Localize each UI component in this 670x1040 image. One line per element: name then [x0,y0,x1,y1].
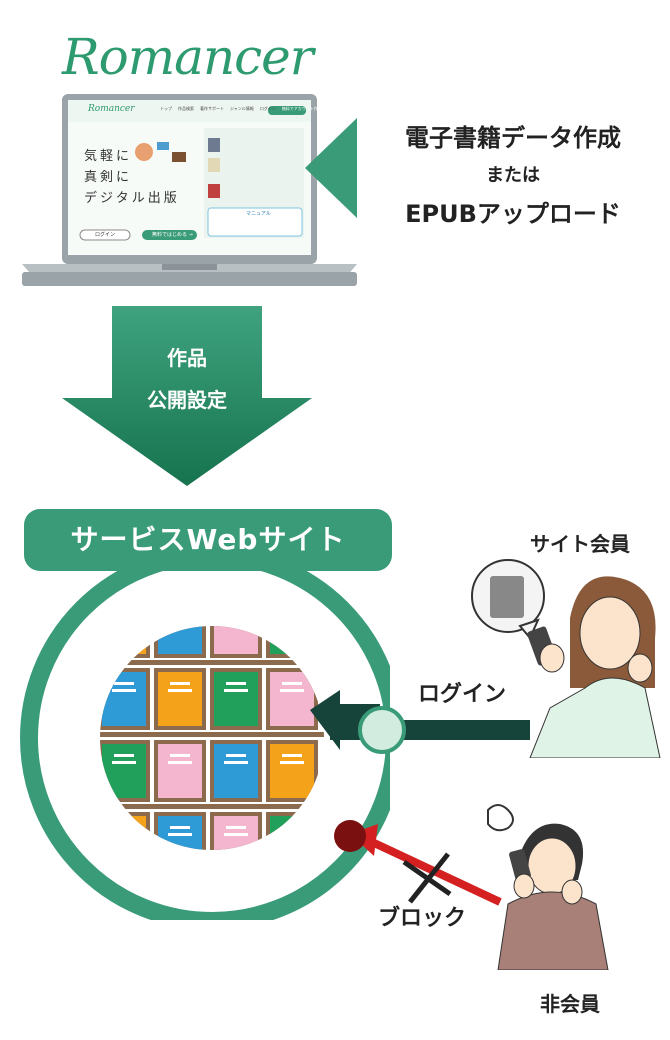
book-title-line [280,689,304,692]
book-title-line [282,682,302,685]
side-text-line3: EPUBアップロード [405,200,621,228]
arrow-label-line1: 作品 [167,346,207,370]
book-title-line [168,617,192,620]
book [158,816,202,850]
book [158,626,202,654]
pointer-arrow [305,118,357,218]
book-title-line [170,754,190,757]
login-label: ログイン [418,682,507,707]
member-label: サイト会員 [530,532,630,556]
book [270,626,314,654]
book-title-line [114,754,134,757]
login-edge [310,690,530,754]
book [214,816,258,850]
book [270,672,314,726]
book-title-line [170,682,190,685]
nonmember-label: 非会員 [540,992,600,1016]
login-node [358,706,406,754]
book [270,816,314,850]
publish-down-arrow [62,306,312,486]
book-title-line [282,610,302,613]
book-title-line [280,617,304,620]
book-title-line [114,682,134,685]
book-title-line [112,689,136,692]
book [270,744,314,798]
block-node [334,820,366,852]
book-title-line [112,833,136,836]
screen-register-button: 無料ではじめる → [152,232,193,238]
book-title-line [226,682,246,685]
screen-hero: 気軽に 真剣に デジタル出版 [84,149,180,206]
nonmember-illustration [487,804,609,970]
screen-manual-title: マニュアル [246,211,271,217]
book-title-line [224,617,248,620]
book-title-line [114,610,134,613]
book-title-line [168,833,192,836]
book [102,672,146,726]
book-title-line [226,826,246,829]
book [102,744,146,798]
side-text-line2: または [486,165,540,186]
shelf-board [100,660,324,665]
shelf-board [100,804,324,809]
laptop-illustration [22,94,357,286]
website-circle [20,546,390,920]
service-website-banner: サービスWebサイト [24,509,392,571]
book-title-line [114,826,134,829]
book-frame [100,626,150,658]
book-title-line [226,610,246,613]
block-edge [334,820,502,906]
screen-logo: Romancer [88,104,135,114]
book-title-line [112,617,136,620]
book-title-line [226,754,246,757]
screen-login-button: ログイン [95,232,116,238]
book [214,626,258,654]
book-title-line [282,754,302,757]
book-title-line [224,689,248,692]
side-text-line1: 電子書籍データ作成 [405,124,621,152]
shelf-board [100,732,324,737]
book-title-line [282,826,302,829]
book-title-line [224,833,248,836]
romancer-logo: Romancer [62,28,314,86]
book [158,744,202,798]
book-title-line [224,761,248,764]
book [102,816,146,850]
block-label: ブロック [378,906,467,931]
book-title-line [168,689,192,692]
book [214,744,258,798]
arrow-label-line2: 公開設定 [147,388,227,412]
book [214,672,258,726]
book [158,672,202,726]
book-title-line [170,610,190,613]
book [102,626,146,654]
member-illustration [471,559,661,758]
book-title-line [280,761,304,764]
shelf-board [90,876,340,881]
book-title-line [112,761,136,764]
screen-nav: トップ作品検索著作サポートジャンル情報ログイン無料でアカウント作成 [160,106,322,111]
book-title-line [168,761,192,764]
book-title-line [280,833,304,836]
book-title-line [170,826,190,829]
